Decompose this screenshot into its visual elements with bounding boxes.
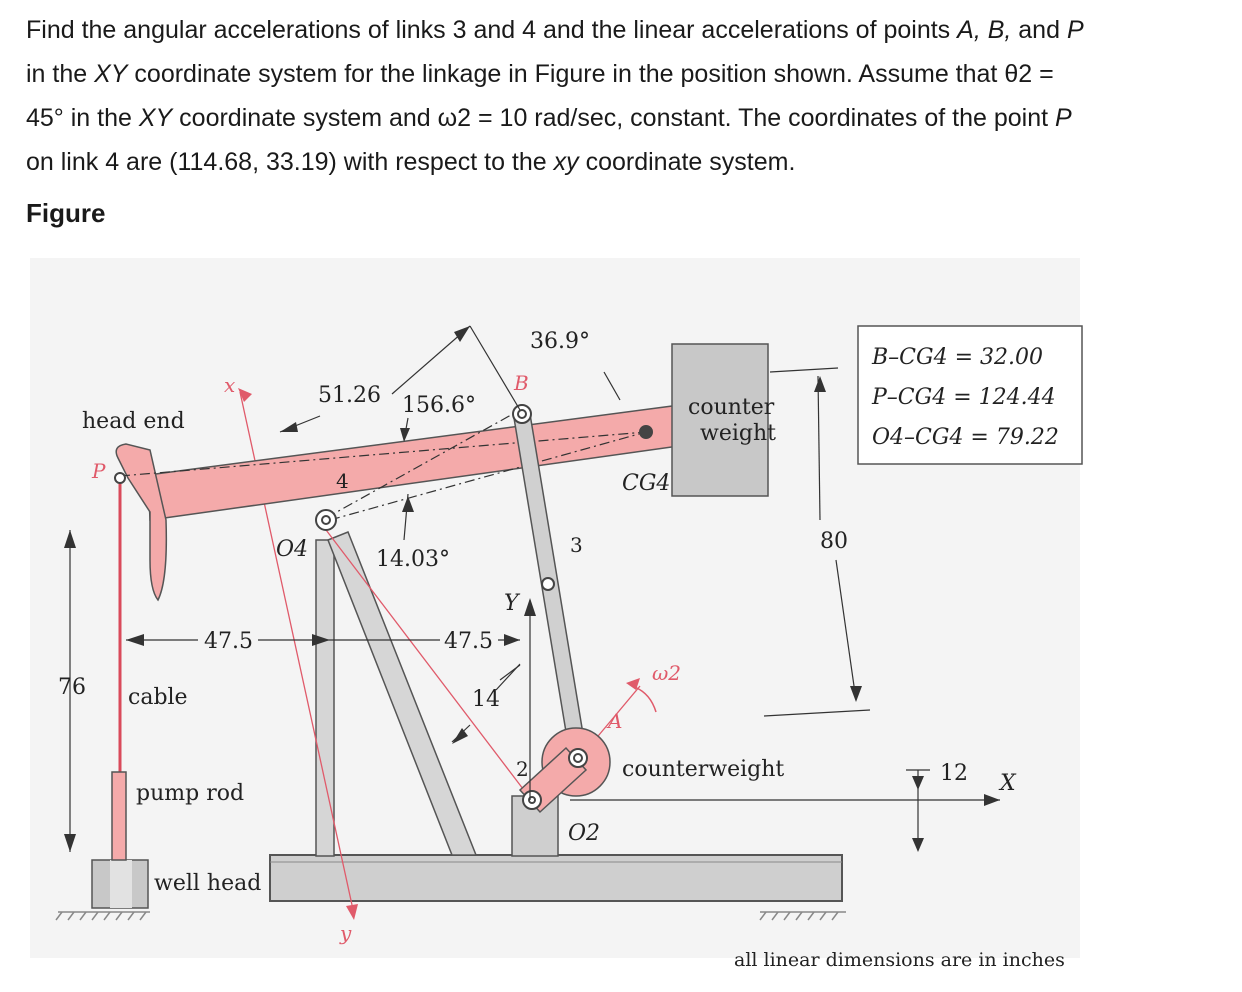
- y-local-arrowhead: [346, 904, 358, 920]
- problem-statement: Find the angular accelerations of links …: [26, 8, 1226, 184]
- label-14: 14: [472, 687, 500, 712]
- samson-post: [315, 539, 335, 857]
- table-row-2: P–CG4 = 124.44: [871, 385, 1056, 410]
- base-platform: [269, 854, 843, 902]
- label-y-local: y: [339, 921, 352, 945]
- label-link2: 2: [516, 757, 529, 781]
- samson-leg: [327, 531, 478, 856]
- figure-note: all linear dimensions are in inches: [734, 949, 1065, 971]
- label-o4: O4: [276, 537, 308, 562]
- label-80: 80: [820, 529, 848, 554]
- x-local-arrowhead: [238, 388, 252, 402]
- label-51-26: 51.26: [318, 383, 381, 408]
- dimension-lines: [69, 325, 1000, 852]
- pin-p: [114, 472, 126, 484]
- label-cable: cable: [128, 685, 188, 710]
- label-head-end: head end: [82, 409, 185, 434]
- figure-labels: head end P x 51.26 156.6° 36.9° B counte…: [58, 329, 1065, 971]
- horsehead: [115, 443, 168, 602]
- label-76: 76: [58, 675, 86, 700]
- beam-centerlines: [119, 409, 647, 521]
- label-o2: O2: [568, 821, 600, 846]
- label-counterweight: counterweight: [622, 757, 784, 782]
- table-row-1: B–CG4 = 32.00: [871, 345, 1043, 370]
- label-156-6: 156.6°: [402, 393, 476, 418]
- label-well-head: well head: [154, 871, 261, 896]
- ground-hatch-left: [55, 911, 150, 921]
- pin-joints: [114, 404, 653, 810]
- label-cg4: CG4: [622, 471, 670, 496]
- label-47-5-left: 47.5: [204, 629, 253, 654]
- label-pump-rod: pump rod: [136, 781, 244, 806]
- arrowheads: [64, 326, 1000, 852]
- figure-heading: Figure: [26, 198, 106, 228]
- omega2-arc: [631, 685, 657, 713]
- pin-link3-mid: [541, 577, 555, 591]
- crank-pedestal: [511, 795, 559, 857]
- label-omega2: ω2: [652, 661, 681, 685]
- table-box: [857, 325, 1083, 465]
- label-counter: counter: [688, 395, 775, 420]
- pump-jack-figure: B–CG4 = 32.00 P–CG4 = 124.44 O4–CG4 = 79…: [30, 258, 1083, 971]
- label-a: A: [606, 709, 622, 733]
- label-47-5-right: 47.5: [444, 629, 493, 654]
- label-36-9: 36.9°: [530, 329, 590, 354]
- label-link4: 4: [336, 469, 349, 493]
- label-weight: weight: [700, 421, 776, 446]
- label-x-local: x: [224, 373, 235, 397]
- label-y-global: Y: [504, 591, 521, 616]
- label-p: P: [91, 459, 106, 483]
- table-row-3: O4–CG4 = 79.22: [872, 425, 1059, 450]
- problem-line-1: Find the angular accelerations of links …: [26, 16, 1084, 44]
- pump-rod: [111, 771, 127, 861]
- problem-line-4: on link 4 are (114.68, 33.19) with respe…: [26, 148, 796, 176]
- problem-line-2: in the XY coordinate system for the link…: [26, 60, 1054, 88]
- label-link3: 3: [570, 533, 583, 557]
- pin-cg4: [639, 425, 653, 439]
- label-14-03: 14.03°: [376, 547, 450, 572]
- ground-hatch-right: [759, 911, 846, 921]
- label-b: B: [513, 371, 529, 395]
- label-12: 12: [940, 761, 968, 786]
- label-x-global: X: [998, 771, 1017, 796]
- problem-line-3: 45° in the XY coordinate system and ω2 =…: [26, 104, 1072, 132]
- counter-weight-box: [671, 343, 769, 497]
